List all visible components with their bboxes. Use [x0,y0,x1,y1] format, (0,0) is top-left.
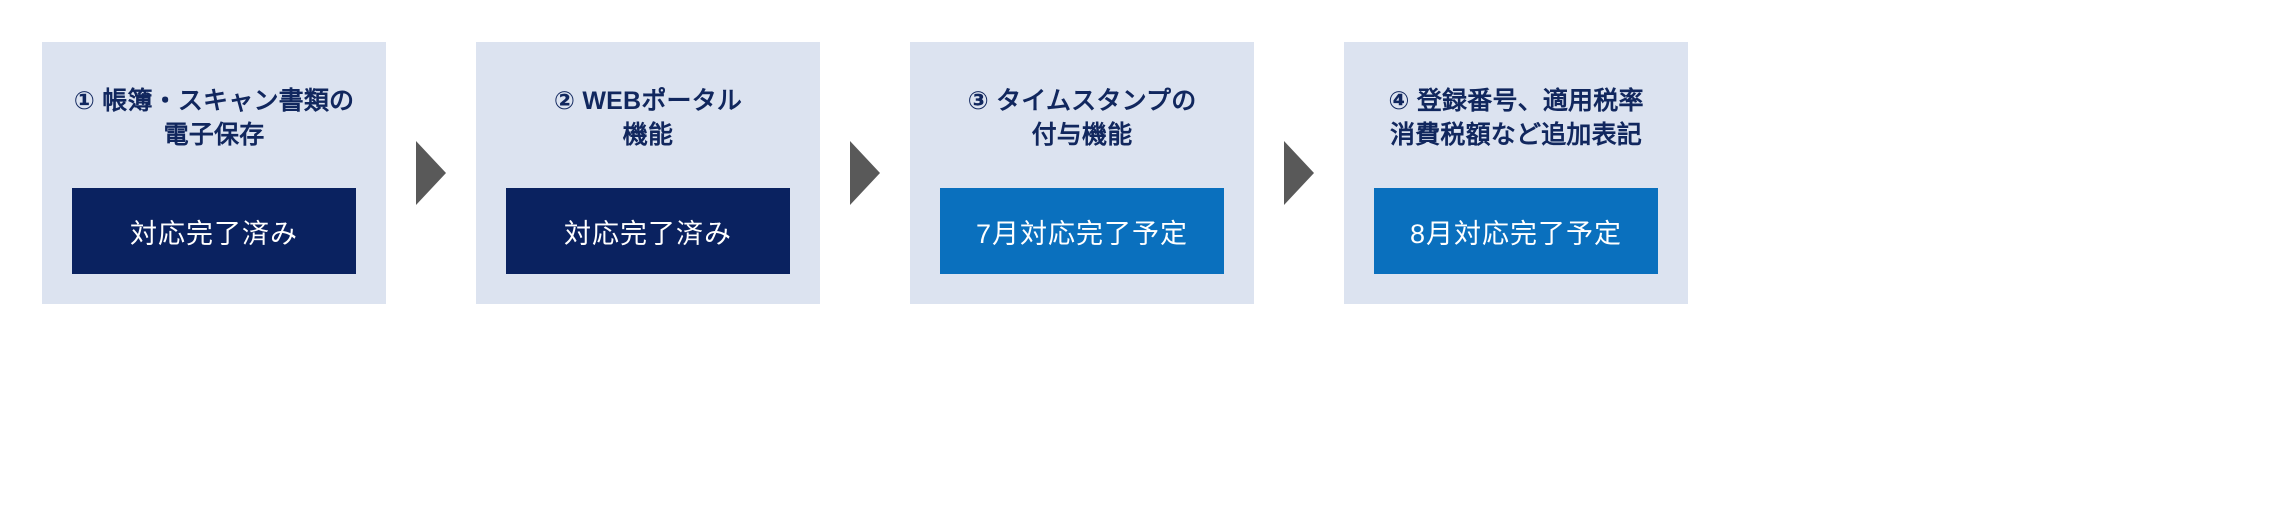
step-3-title-line-1: ③ タイムスタンプの [967,87,1197,115]
step-2-status-badge: 対応完了済み [506,188,790,274]
step-1-title: ① 帳簿・スキャン書類の 電子保存 [42,84,386,152]
step-1-title-line-2: 電子保存 [163,121,265,149]
process-step-card-4: ④ 登録番号、適用税率 消費税額など追加表記 8月対応完了予定 [1344,42,1688,304]
step-4-title-line-2: 消費税額など追加表記 [1389,121,1642,149]
step-1-title-line-1: ① 帳簿・スキャン書類の [73,87,355,115]
step-2-title-line-2: 機能 [622,121,674,149]
arrow-2-to-3 [820,42,910,304]
step-4-status-badge: 8月対応完了予定 [1374,188,1658,274]
process-step-card-2: ② WEBポータル 機能 対応完了済み [476,42,820,304]
triangle-right-icon [850,141,880,205]
arrow-1-to-2 [386,42,476,304]
step-4-title: ④ 登録番号、適用税率 消費税額など追加表記 [1344,84,1688,152]
step-2-title: ② WEBポータル 機能 [476,84,820,152]
step-3-title: ③ タイムスタンプの 付与機能 [910,84,1254,152]
triangle-right-icon [416,141,446,205]
step-1-status-badge: 対応完了済み [72,188,356,274]
step-2-title-line-1: ② WEBポータル [553,87,743,115]
process-step-card-3: ③ タイムスタンプの 付与機能 7月対応完了予定 [910,42,1254,304]
step-4-title-line-1: ④ 登録番号、適用税率 [1388,87,1644,115]
process-step-card-1: ① 帳簿・スキャン書類の 電子保存 対応完了済み [42,42,386,304]
arrow-3-to-4 [1254,42,1344,304]
triangle-right-icon [1284,141,1314,205]
step-3-title-line-2: 付与機能 [1031,121,1133,149]
step-3-status-badge: 7月対応完了予定 [940,188,1224,274]
